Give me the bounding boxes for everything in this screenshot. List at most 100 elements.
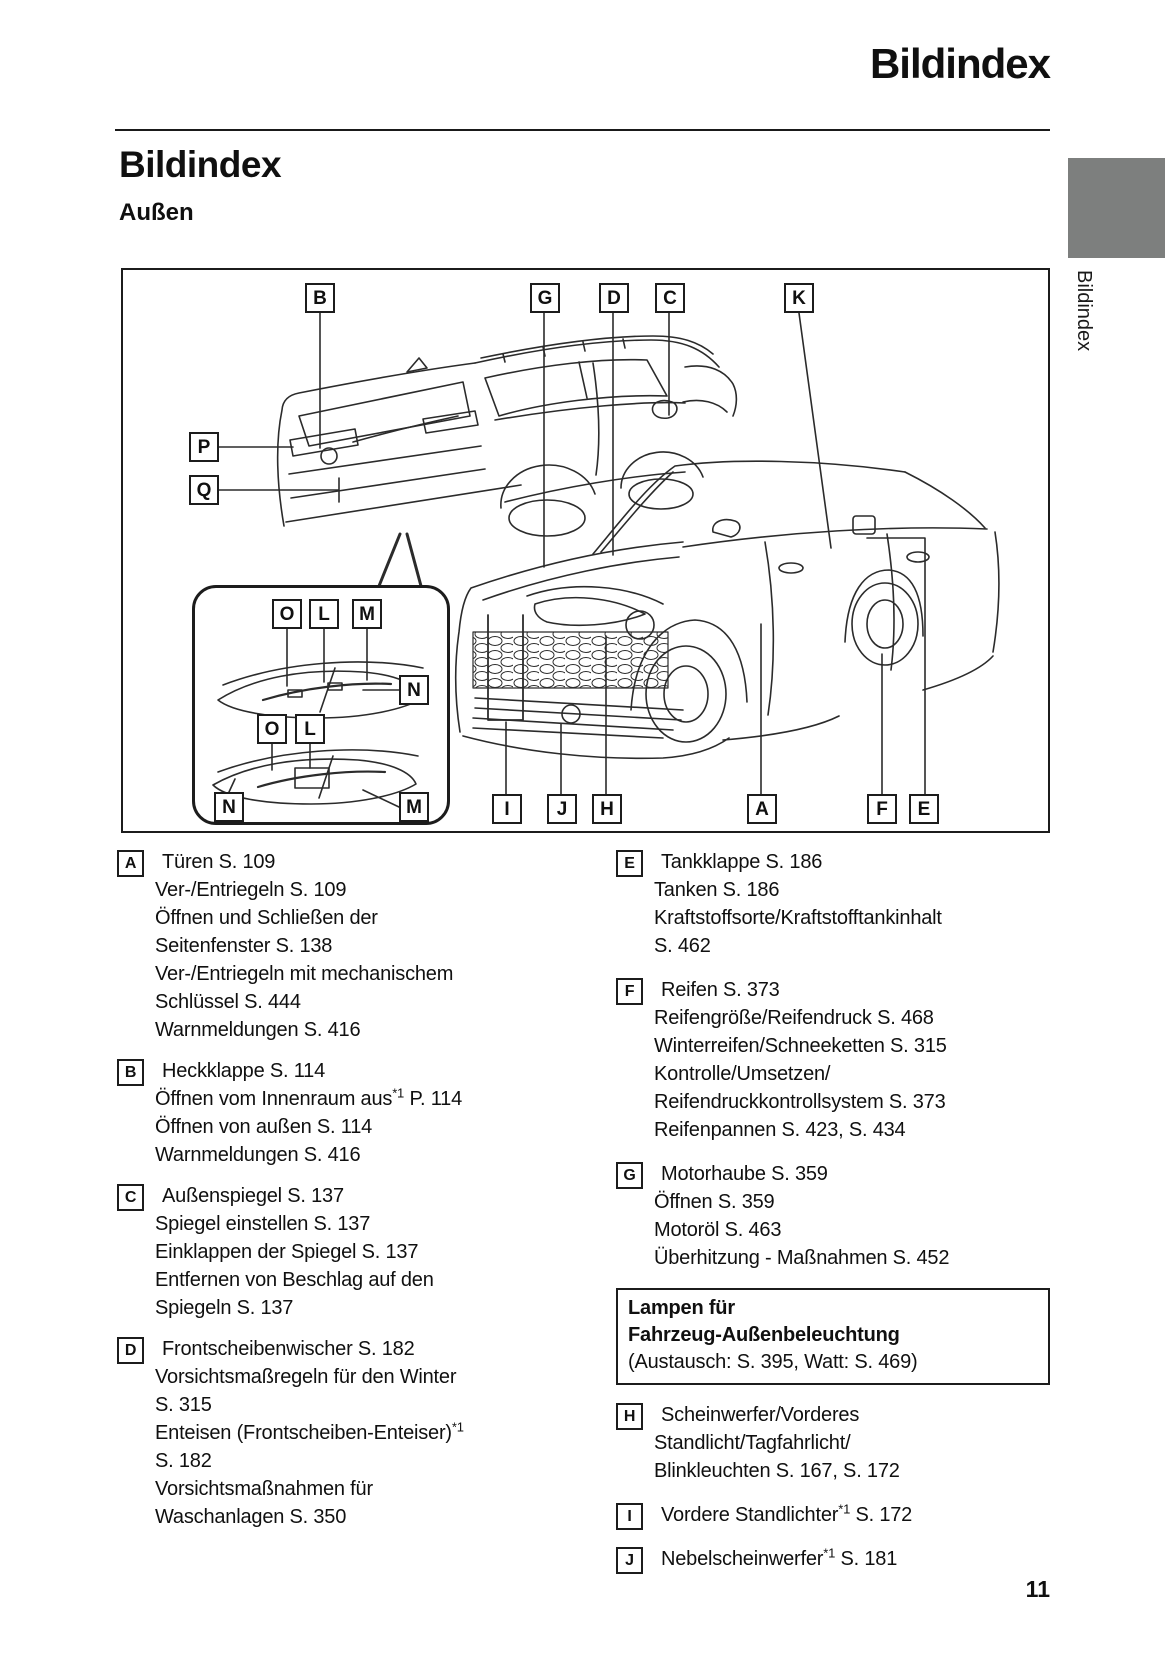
diagram-label-K: K <box>784 283 814 313</box>
subsection-heading: Außen <box>119 199 194 226</box>
diagram-label-J: J <box>547 794 577 824</box>
chapter-tab-marker <box>1068 158 1165 258</box>
section-badge: E <box>616 850 643 877</box>
diagram-label-F: F <box>867 794 897 824</box>
page-title: Bildindex <box>869 40 1051 87</box>
index-line: Schlüssel S. 444 <box>155 991 301 1013</box>
index-line: Motorhaube S. 359 <box>661 1163 828 1185</box>
index-line: Spiegeln S. 137 <box>155 1297 294 1319</box>
section-heading: Bildindex <box>119 144 282 185</box>
index-line: S. 315 <box>155 1394 212 1416</box>
index-line: Vordere Standlichter*1 S. 172 <box>661 1501 913 1526</box>
index-line: Scheinwerfer/Vorderes <box>661 1404 860 1426</box>
index-line: Warnmeldungen S. 416 <box>155 1019 361 1041</box>
index-line: Reifen S. 373 <box>661 979 780 1001</box>
index-line: Vorsichtsmaßnahmen für <box>155 1478 373 1500</box>
footnote-marker: *1 <box>838 1501 851 1517</box>
index-line: S. 462 <box>654 935 711 957</box>
index-line: Tankklappe S. 186 <box>661 851 823 873</box>
index-line: Außenspiegel S. 137 <box>162 1185 344 1207</box>
section-badge: H <box>616 1403 643 1430</box>
section-badge: C <box>117 1184 144 1211</box>
diagram-label-E: E <box>909 794 939 824</box>
index-section-I: I Vordere Standlichter*1 S. 172 <box>616 1501 1050 1530</box>
diagram-label-I: I <box>492 794 522 824</box>
section-badge: G <box>616 1162 643 1189</box>
diagram-label-P: P <box>189 432 219 462</box>
index-line: Vorsichtsmaßregeln für den Winter <box>155 1366 457 1388</box>
index-line: Waschanlagen S. 350 <box>155 1506 347 1528</box>
index-section-J: J Nebelscheinwerfer*1 S. 181 <box>616 1545 1050 1574</box>
diagram-label-D: D <box>599 283 629 313</box>
diagram-label-B: B <box>305 283 335 313</box>
section-badge: D <box>117 1337 144 1364</box>
lamp-info-line: (Austausch: S. 395, Watt: S. 469) <box>628 1351 918 1373</box>
index-line: Reifenpannen S. 423, S. 434 <box>654 1119 906 1141</box>
index-line: S. 182 <box>155 1450 212 1472</box>
diagram-label-O2: O <box>257 714 287 744</box>
index-line: Türen S. 109 <box>162 851 276 873</box>
front-car-illustration <box>454 460 1000 760</box>
diagram-label-N2: N <box>214 792 244 822</box>
diagram-label-H: H <box>592 794 622 824</box>
section-badge: I <box>616 1503 643 1530</box>
index-line: Ver-/Entriegeln mit mechanischem <box>155 963 454 985</box>
index-line: Reifendruckkontrollsystem S. 373 <box>654 1091 946 1113</box>
diagram-label-N1: N <box>399 675 429 705</box>
index-line: Öffnen S. 359 <box>654 1191 775 1213</box>
diagram-label-C: C <box>655 283 685 313</box>
diagram-label-M2: M <box>399 792 429 822</box>
footnote-marker: *1 <box>823 1545 836 1561</box>
diagram-label-L1: L <box>309 599 339 629</box>
footnote-marker: *1 <box>451 1419 464 1435</box>
index-line: Reifengröße/Reifendruck S. 468 <box>654 1007 934 1029</box>
index-line: Enteisen (Frontscheiben-Enteiser)*1 <box>155 1419 464 1444</box>
index-line: Nebelscheinwerfer*1 S. 181 <box>661 1545 898 1570</box>
section-badge: F <box>616 978 643 1005</box>
index-line: Blinkleuchten S. 167, S. 172 <box>654 1460 900 1482</box>
index-line: Ver-/Entriegeln S. 109 <box>155 879 347 901</box>
section-badge: A <box>117 850 144 877</box>
index-line: Kontrolle/Umsetzen/ <box>654 1063 831 1085</box>
index-line: Frontscheibenwischer S. 182 <box>162 1338 415 1360</box>
lamp-info-line: Fahrzeug-Außenbeleuchtung <box>628 1324 900 1346</box>
index-line: Entfernen von Beschlag auf den <box>155 1269 434 1291</box>
section-badge: J <box>616 1547 643 1574</box>
diagram-label-L2: L <box>295 714 325 744</box>
side-tab-label: Bildindex <box>1073 270 1095 352</box>
diagram-label-O1: O <box>272 599 302 629</box>
index-line: Öffnen vom Innenraum aus*1 P. 114 <box>155 1085 463 1110</box>
header-rule <box>115 129 1050 131</box>
index-line: Spiegel einstellen S. 137 <box>155 1213 371 1235</box>
lamp-info-line: Lampen für <box>628 1297 735 1319</box>
footnote-marker: *1 <box>392 1085 405 1101</box>
exterior-overview-diagram: B G D C K P Q O L M N O L N M I J H A F … <box>121 268 1050 833</box>
diagram-label-M1: M <box>352 599 382 629</box>
wiper-inset-frame <box>192 585 450 825</box>
rear-car-illustration <box>276 335 738 537</box>
section-badge: B <box>117 1059 144 1086</box>
index-line: Tanken S. 186 <box>654 879 780 901</box>
car-line-art <box>212 312 1000 808</box>
index-line: Kraftstoffsorte/Kraftstofftankinhalt <box>654 907 942 929</box>
index-line: Winterreifen/Schneeketten S. 315 <box>654 1035 947 1057</box>
index-line: Öffnen und Schließen der <box>155 907 378 929</box>
index-line: Warnmeldungen S. 416 <box>155 1144 361 1166</box>
diagram-label-A: A <box>747 794 777 824</box>
page-number: 11 <box>1025 1576 1050 1602</box>
index-line: Überhitzung - Maßnahmen S. 452 <box>654 1247 950 1269</box>
index-line: Standlicht/Tagfahrlicht/ <box>654 1432 851 1454</box>
diagram-label-G: G <box>530 283 560 313</box>
inset-pointer-lines <box>377 532 423 588</box>
index-line: Seitenfenster S. 138 <box>155 935 333 957</box>
diagram-label-Q: Q <box>189 475 219 505</box>
